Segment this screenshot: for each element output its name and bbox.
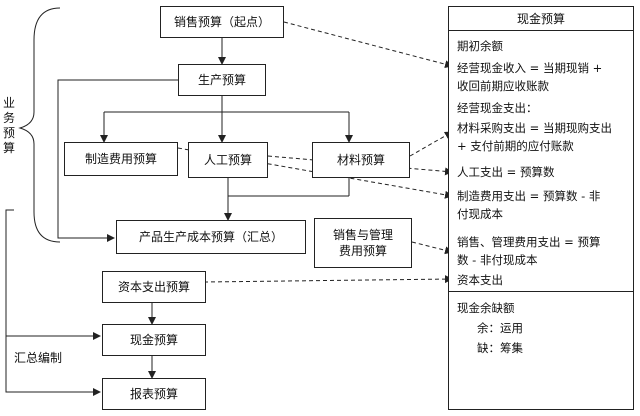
product-cost-budget-box: 产品生产成本预算（汇总）	[116, 220, 306, 254]
summary-bracket	[5, 209, 101, 396]
dash-mfg-cash	[177, 147, 453, 199]
dash-capex-cash	[203, 275, 453, 284]
cash-panel-footer-line: 现金余缺额	[457, 301, 515, 315]
cash-panel-footer-line: 缺：筹集	[477, 341, 523, 355]
sales-budget-label: 销售预算（起点）	[173, 14, 270, 29]
cash-panel-footer-line: 余：运用	[477, 321, 523, 335]
cash-panel-line: 收回前期应收账款	[457, 79, 549, 93]
materials-budget-box: 材料预算	[312, 142, 410, 178]
cash-panel-line: 销售、管理费用支出 = 预算	[457, 235, 601, 249]
mfg-overhead-budget-box: 制造费用预算	[64, 142, 178, 176]
cash-panel-line: 经营现金收入 = 当期现销 +	[457, 61, 603, 75]
cash-panel-line: + 支付前期的应付账款	[457, 139, 574, 153]
production-budget-label: 生产预算	[197, 72, 246, 87]
business-budget-label: 业 务 预 算	[2, 96, 16, 156]
capex-budget-label: 资本支出预算	[117, 279, 190, 294]
cash-panel-line: 资本支出	[457, 273, 503, 287]
cash-panel-line: 经营现金支出：	[457, 101, 538, 115]
sga-budget-box: 销售与管理 费用预算	[314, 218, 412, 268]
product-cost-budget-label: 产品生产成本预算（汇总）	[138, 229, 283, 244]
mfg-overhead-budget-label: 制造费用预算	[84, 151, 157, 166]
production-budget-box: 生产预算	[178, 64, 266, 96]
cash-panel-line: 付现成本	[457, 207, 503, 221]
labor-budget-box: 人工预算	[188, 142, 268, 178]
business-char: 算	[2, 141, 15, 155]
business-char: 务	[2, 111, 15, 125]
statements-budget-box: 报表预算	[102, 378, 206, 410]
capex-budget-box: 资本支出预算	[102, 271, 206, 303]
cash-panel-line: 数 - 非付现成本	[457, 253, 538, 267]
labor-budget-label: 人工预算	[203, 152, 252, 167]
business-brace	[18, 7, 61, 243]
dash-sales-cash	[283, 21, 453, 69]
dash-sga-cash	[411, 241, 453, 255]
cash-panel-title: 现金预算	[449, 7, 633, 31]
sga-budget-label-line: 费用预算	[338, 244, 387, 258]
business-char: 预	[2, 126, 15, 140]
cash-panel-line: 材料采购支出 = 当期现购支出	[457, 121, 612, 135]
business-char: 业	[2, 96, 15, 110]
arrow-production-productcost	[57, 79, 178, 242]
cash-panel-divider	[449, 291, 633, 292]
cash-panel-line: 期初余额	[457, 39, 503, 53]
materials-budget-label: 材料预算	[336, 152, 385, 167]
sales-budget-box: 销售预算（起点）	[160, 6, 284, 38]
cash-panel-line: 制造费用支出 = 预算数 - 非	[457, 189, 601, 203]
summary-compile-label: 汇总编制	[14, 351, 63, 365]
dash-materials-cash	[409, 131, 453, 157]
cash-panel-line: 人工支出 = 预算数	[457, 165, 555, 179]
cash-budget-label: 现金预算	[129, 332, 178, 347]
sga-budget-label-line: 销售与管理	[332, 227, 393, 242]
cash-budget-panel: 现金预算 期初余额 经营现金收入 = 当期现销 + 收回前期应收账款 经营现金支…	[448, 6, 634, 410]
cash-budget-box: 现金预算	[102, 324, 206, 356]
statements-budget-label: 报表预算	[129, 386, 178, 401]
